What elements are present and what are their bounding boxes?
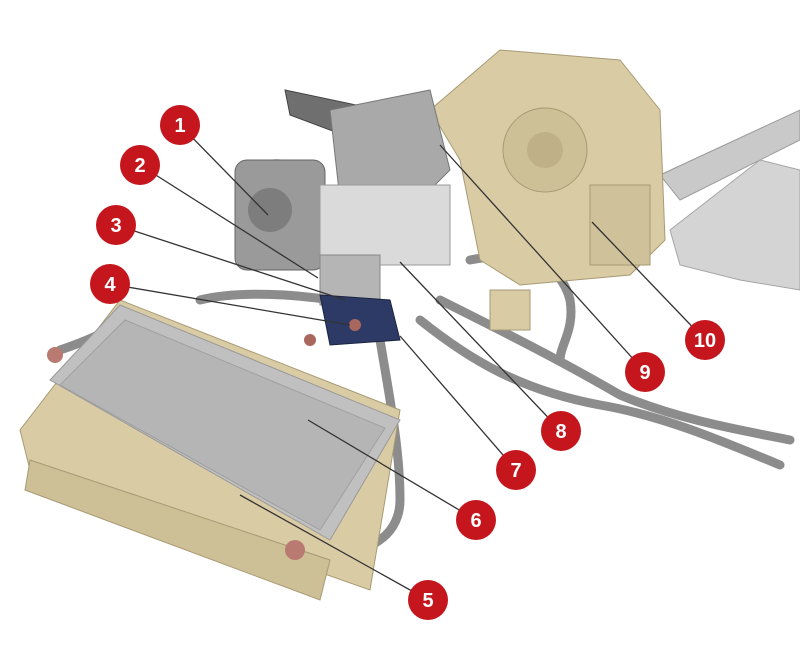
callout-number: 10: [694, 330, 716, 352]
callout-6: 6: [456, 500, 496, 540]
callout-4: 4: [90, 264, 130, 304]
callout-8: 8: [541, 411, 581, 451]
radiator-assembly: [19, 299, 401, 601]
callout-number: 8: [555, 421, 566, 443]
callout-number: 3: [110, 215, 121, 237]
callout-circle: [120, 145, 160, 185]
leader-line-2: [139, 164, 319, 279]
leader-line-8: [399, 261, 562, 432]
callout-10: 10: [685, 320, 725, 360]
callout-number: 9: [639, 362, 650, 384]
air-ducts: [659, 109, 800, 291]
callout-5: 5: [408, 580, 448, 620]
callout-circle: [96, 205, 136, 245]
hvac-housing: [429, 49, 666, 331]
leader-line-1: [179, 124, 269, 216]
inlet-module: [284, 89, 451, 211]
callout-circle: [160, 105, 200, 145]
callout-circle: [456, 500, 496, 540]
callout-2: 2: [120, 145, 160, 185]
leader-line-7: [399, 335, 517, 471]
leader-line-10: [591, 221, 706, 341]
callout-circle: [541, 411, 581, 451]
callout-number: 1: [174, 115, 185, 137]
callout-circle: [685, 320, 725, 360]
callout-number: 5: [422, 590, 433, 612]
callout-circle: [90, 264, 130, 304]
callout-circle: [625, 352, 665, 392]
leader-line-9: [439, 144, 646, 373]
callout-7: 7: [496, 450, 536, 490]
callouts: 1 2 3 4 5 6 7 8 9 10: [90, 105, 725, 620]
leader-lines: [109, 124, 706, 601]
callout-circle: [408, 580, 448, 620]
callout-number: 4: [104, 274, 116, 296]
callout-9: 9: [625, 352, 665, 392]
leader-line-3: [115, 224, 346, 301]
callout-number: 7: [510, 460, 521, 482]
leader-line-6: [307, 419, 477, 521]
callout-3: 3: [96, 205, 136, 245]
callout-number: 6: [470, 510, 481, 532]
leader-line-5: [239, 494, 429, 601]
callout-circle: [496, 450, 536, 490]
callout-1: 1: [160, 105, 200, 145]
leader-line-4: [109, 283, 351, 326]
valve-block: [234, 159, 451, 346]
callout-number: 2: [134, 155, 145, 177]
